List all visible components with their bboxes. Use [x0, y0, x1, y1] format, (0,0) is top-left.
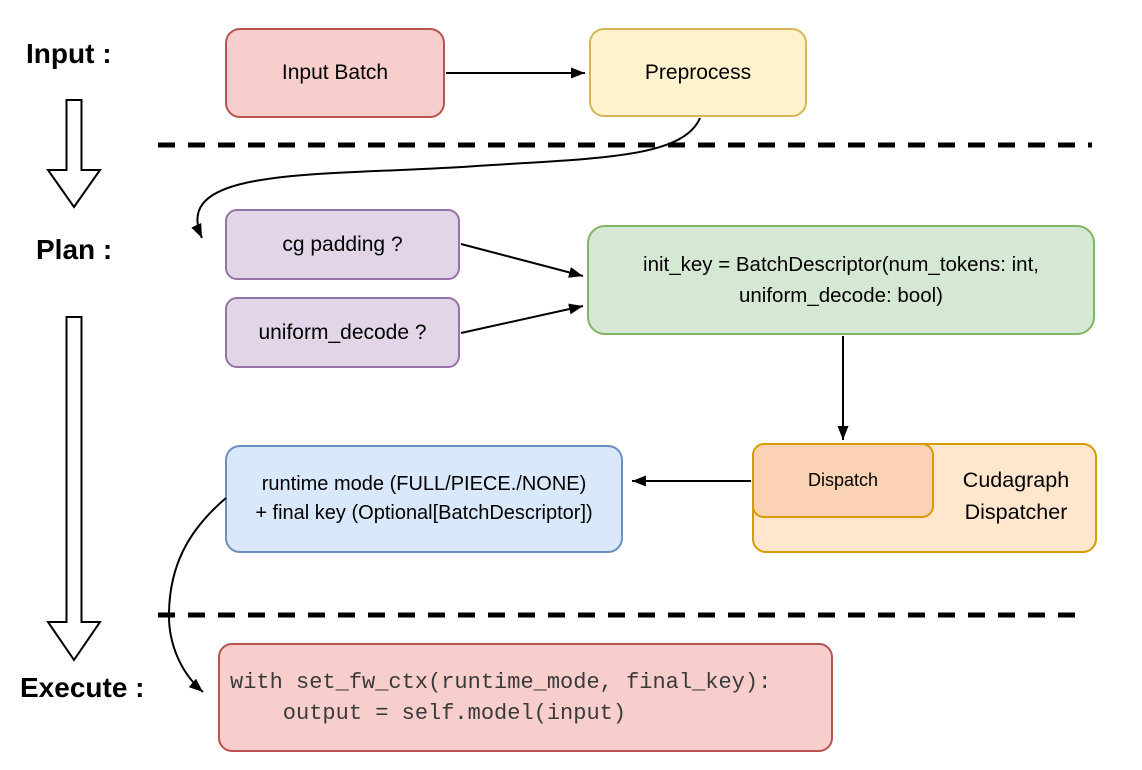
- preprocess-label: Preprocess: [644, 60, 752, 84]
- runtime-mode-line1: runtime mode (FULL/PIECE./NONE): [261, 473, 587, 495]
- input-batch-label: Input Batch: [281, 61, 389, 84]
- init-key-line1: init_key = BatchDescriptor(num_tokens: i…: [643, 253, 1039, 276]
- node-input-batch: Input Batch: [225, 28, 445, 118]
- stage-arrow-plan-to-execute: [46, 316, 102, 662]
- cg-padding-label: cg padding ?: [282, 232, 403, 256]
- execute-code-line1: with set_fw_ctx(runtime_mode, final_key)…: [230, 669, 772, 695]
- node-init-key: init_key = BatchDescriptor(num_tokens: i…: [587, 225, 1095, 335]
- node-preprocess: Preprocess: [589, 28, 807, 117]
- cudagraph-dispatcher-line2: Dispatcher: [964, 500, 1068, 524]
- arrow-cg-padding-to-init-key: [460, 243, 584, 278]
- stage-arrow-input-to-plan: [46, 99, 102, 209]
- node-cg-padding: cg padding ?: [225, 209, 460, 280]
- node-execute-code: with set_fw_ctx(runtime_mode, final_key)…: [218, 643, 833, 752]
- uniform-decode-label: uniform_decode ?: [258, 320, 427, 344]
- runtime-mode-line2: + final key (Optional[BatchDescriptor]): [255, 502, 593, 524]
- stage-label-execute: Execute :: [20, 672, 145, 703]
- node-dispatch: Dispatch: [752, 443, 934, 518]
- cudagraph-dispatcher-line1: Cudagraph: [962, 468, 1070, 492]
- arrow-uniform-decode-to-init-key: [460, 303, 584, 334]
- cudagraph-dispatcher-label: Cudagraph Dispatcher: [935, 464, 1097, 528]
- stage-label-input: Input :: [26, 38, 112, 69]
- stage-label-plan: Plan :: [36, 234, 113, 265]
- init-key-line2: uniform_decode: bool): [739, 284, 943, 307]
- node-uniform-decode: uniform_decode ?: [225, 297, 460, 368]
- node-runtime-mode: runtime mode (FULL/PIECE./NONE) + final …: [225, 445, 623, 553]
- dispatch-label: Dispatch: [807, 470, 879, 490]
- execute-code-line2: output = self.model(input): [230, 700, 627, 726]
